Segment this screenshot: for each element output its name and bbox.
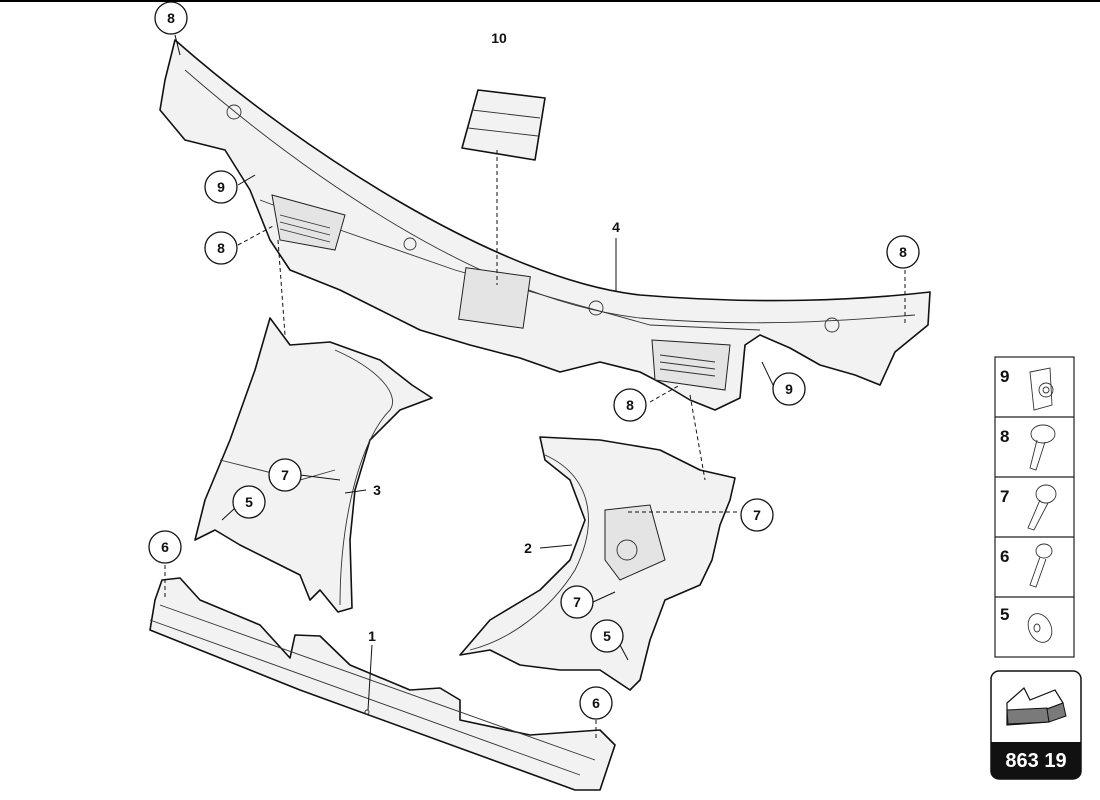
svg-text:9: 9 (217, 179, 225, 195)
svg-text:6: 6 (1000, 547, 1009, 566)
svg-text:9: 9 (1000, 367, 1009, 386)
torx-screw-icon (1027, 484, 1057, 531)
callout-5: 5 (590, 619, 624, 653)
svg-text:8: 8 (1000, 427, 1009, 446)
flange-screw-icon (1029, 424, 1056, 471)
svg-text:8: 8 (167, 10, 175, 26)
part-1-sill (149, 577, 616, 791)
callout-10: 10 (491, 30, 507, 46)
clip-nut-icon (1029, 367, 1054, 411)
part-3-left-trim (194, 317, 433, 613)
svg-text:8: 8 (899, 244, 907, 260)
callout-7: 7 (268, 458, 302, 492)
legend-item-9: 9 (1000, 367, 1054, 411)
svg-text:5: 5 (603, 628, 611, 644)
callout-8: 8 (886, 235, 920, 269)
callout-3: 3 (373, 482, 381, 498)
callout-7: 7 (560, 585, 594, 619)
callout-6: 6 (579, 686, 613, 720)
leader-lines (164, 34, 906, 740)
callout-8: 8 (204, 231, 238, 265)
svg-text:5: 5 (1000, 605, 1009, 624)
callout-1: 1 (368, 628, 376, 644)
callout-5: 5 (232, 485, 266, 519)
callout-7: 7 (740, 498, 774, 532)
svg-text:8: 8 (217, 240, 225, 256)
washer-icon (1027, 613, 1053, 643)
legend-item-6: 6 (1000, 543, 1053, 588)
callout-8: 8 (613, 388, 647, 422)
svg-text:5: 5 (245, 494, 253, 510)
callout-9: 9 (204, 170, 238, 204)
callout-4: 4 (612, 219, 620, 235)
callout-2: 2 (524, 540, 532, 556)
callout-6: 6 (148, 530, 182, 564)
top-border (0, 0, 1100, 2)
badge-code: 863 19 (1005, 750, 1066, 772)
legend-item-5: 5 (1000, 605, 1053, 643)
part-2-right-trim (459, 436, 736, 691)
orientation-arrow-icon (1006, 687, 1067, 726)
svg-text:7: 7 (1000, 487, 1009, 506)
callout-9: 9 (772, 372, 806, 406)
page-reference-badge: 863 19 (990, 670, 1082, 780)
svg-text:6: 6 (161, 539, 169, 555)
torx-screw-small-icon (1029, 543, 1053, 588)
fastener-legend: 9 8 7 6 5 (994, 356, 1075, 658)
part-10-pad (461, 89, 546, 161)
svg-text:9: 9 (785, 381, 793, 397)
svg-text:8: 8 (626, 397, 634, 413)
callout-8: 8 (154, 1, 188, 35)
svg-text:7: 7 (753, 507, 761, 523)
svg-text:6: 6 (592, 695, 600, 711)
svg-text:7: 7 (573, 594, 581, 610)
svg-text:7: 7 (281, 467, 289, 483)
part-4-cowl-panel (159, 39, 931, 411)
legend-item-8: 8 (1000, 424, 1056, 471)
legend-item-7: 7 (1000, 484, 1057, 531)
